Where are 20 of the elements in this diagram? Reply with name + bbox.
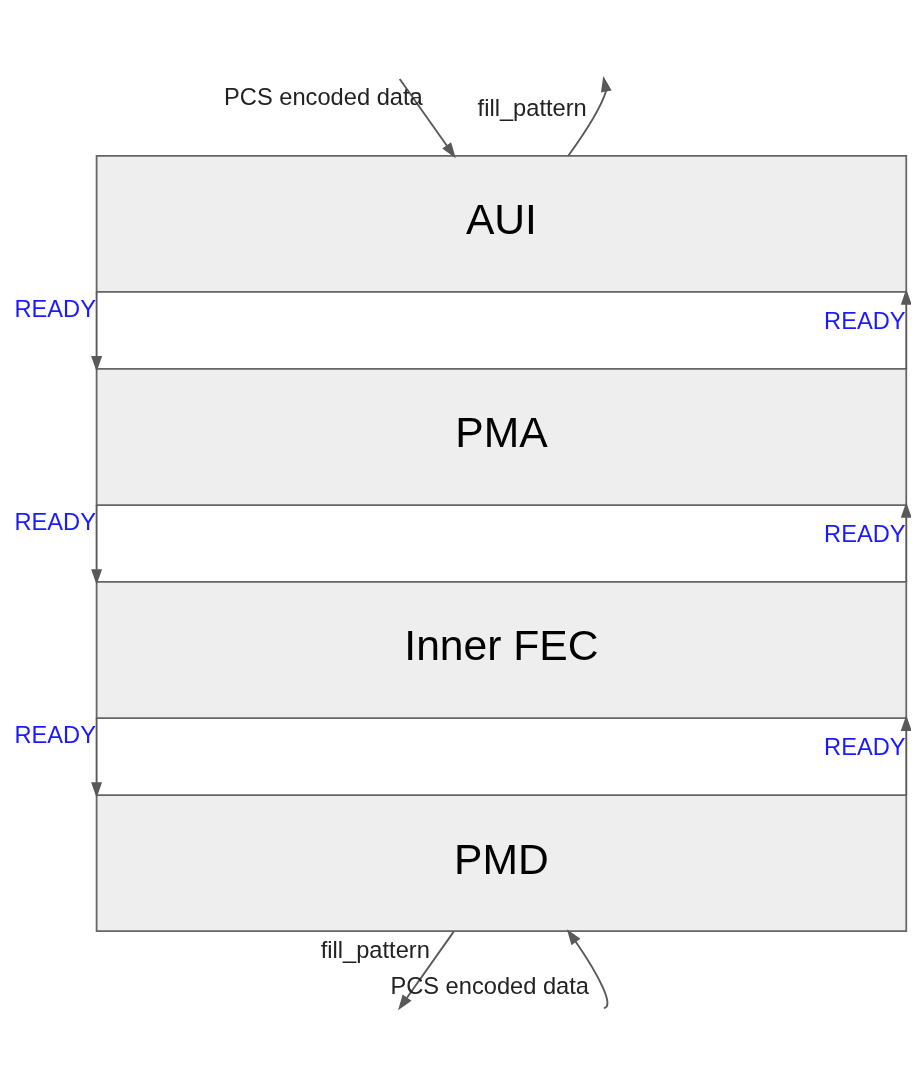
- arrow: [90, 291, 102, 372]
- edge-label: READY: [13, 722, 96, 749]
- arrow: [90, 717, 102, 798]
- edge-label: READY: [13, 509, 96, 536]
- node-box: AUI: [95, 154, 907, 293]
- edge-label: READY: [823, 521, 906, 548]
- edge-label: READY: [13, 296, 96, 323]
- node-box: Inner FEC: [95, 581, 907, 719]
- edge-label: READY: [823, 308, 906, 335]
- arrow: [900, 502, 911, 583]
- arrow: [900, 715, 911, 796]
- edge-label: READY: [823, 734, 906, 761]
- arrow: [566, 929, 608, 1010]
- edge-label: fill_pattern: [477, 95, 587, 122]
- edge-label: fill_pattern: [320, 936, 430, 963]
- arrow: [900, 289, 911, 370]
- node-box: PMA: [95, 368, 907, 506]
- node-box: PMD: [95, 794, 907, 933]
- arrow: [90, 504, 102, 585]
- arrow: [566, 76, 612, 157]
